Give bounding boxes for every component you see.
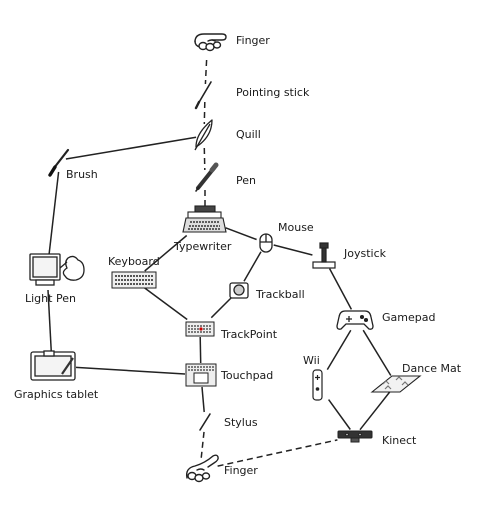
edge-typewriter-to-keyboard bbox=[144, 234, 188, 272]
dance-mat-icon bbox=[370, 375, 422, 393]
node-label-stylus: Stylus bbox=[224, 416, 258, 429]
edge-gamepad-to-dance-mat bbox=[362, 329, 392, 376]
edges-layer bbox=[47, 59, 392, 467]
stylus-icon bbox=[199, 413, 211, 431]
edge-wii-to-kinect bbox=[327, 399, 351, 430]
trackpoint-icon bbox=[185, 321, 215, 337]
edge-mouse-to-trackball bbox=[243, 251, 262, 282]
edge-dance-mat-to-kinect bbox=[359, 391, 391, 431]
node-label-keyboard: Keyboard bbox=[108, 255, 160, 268]
brush-icon bbox=[48, 148, 70, 177]
node-label-mouse: Mouse bbox=[278, 221, 314, 234]
node-label-joystick: Joystick bbox=[344, 247, 387, 260]
node-label-typewriter: Typewriter bbox=[174, 240, 232, 253]
node-label-kinect: Kinect bbox=[382, 434, 417, 447]
quill-icon bbox=[194, 119, 213, 151]
joystick-icon bbox=[312, 242, 336, 269]
edge-trackpoint-to-touchpad bbox=[199, 336, 202, 364]
node-label-trackpoint: TrackPoint bbox=[221, 328, 278, 341]
node-label-brush: Brush bbox=[66, 168, 98, 181]
light-pen-icon bbox=[29, 253, 85, 286]
edge-trackball-to-trackpoint bbox=[210, 296, 233, 319]
keyboard-icon bbox=[111, 271, 157, 289]
finger-top-icon bbox=[194, 33, 227, 52]
edge-finger-top-to-pointing-stick bbox=[204, 59, 208, 85]
node-label-pointing-stick: Pointing stick bbox=[236, 86, 310, 99]
edge-pointing-stick-to-quill bbox=[203, 101, 206, 125]
edge-quill-to-pen bbox=[203, 147, 206, 171]
mouse-icon bbox=[259, 233, 273, 253]
edge-brush-to-light-pen bbox=[48, 171, 60, 255]
node-label-trackball: Trackball bbox=[256, 288, 305, 301]
node-label-wii: Wii bbox=[303, 354, 320, 367]
node-label-graphics-tablet: Graphics tablet bbox=[14, 388, 99, 401]
edge-light-pen-to-graphics-tablet bbox=[47, 289, 53, 353]
node-label-light-pen: Light Pen bbox=[25, 292, 76, 305]
node-label-gamepad: Gamepad bbox=[382, 311, 436, 324]
edge-gamepad-to-wii bbox=[326, 329, 352, 370]
typewriter-icon bbox=[182, 205, 227, 233]
edge-mouse-to-joystick bbox=[273, 244, 313, 256]
kinect-icon bbox=[337, 430, 373, 443]
touchpad-icon bbox=[185, 363, 217, 387]
gamepad-icon bbox=[336, 310, 374, 330]
graphics-tablet-icon bbox=[30, 350, 76, 381]
edge-graphics-tablet-to-touchpad bbox=[75, 366, 186, 375]
edge-stylus-to-finger-bottom bbox=[200, 431, 205, 459]
finger-bottom-icon bbox=[185, 454, 219, 483]
node-label-dance-mat: Dance Mat bbox=[402, 362, 462, 375]
edge-typewriter-to-mouse bbox=[225, 227, 257, 241]
edge-quill-to-brush bbox=[65, 136, 197, 160]
node-label-finger-top: Finger bbox=[236, 34, 270, 47]
pen-icon bbox=[195, 162, 219, 192]
node-label-quill: Quill bbox=[236, 128, 261, 141]
edge-joystick-to-gamepad bbox=[328, 268, 353, 310]
node-label-pen: Pen bbox=[236, 174, 256, 187]
trackball-icon bbox=[229, 282, 249, 299]
edge-finger-bottom-to-kinect bbox=[217, 439, 338, 467]
node-label-finger-bottom: Finger bbox=[224, 464, 258, 477]
node-label-touchpad: Touchpad bbox=[221, 369, 274, 382]
pointing-stick-icon bbox=[194, 81, 212, 110]
edge-touchpad-to-stylus bbox=[201, 386, 205, 413]
edge-keyboard-to-trackpoint bbox=[141, 285, 188, 321]
wii-remote-icon bbox=[312, 369, 323, 401]
